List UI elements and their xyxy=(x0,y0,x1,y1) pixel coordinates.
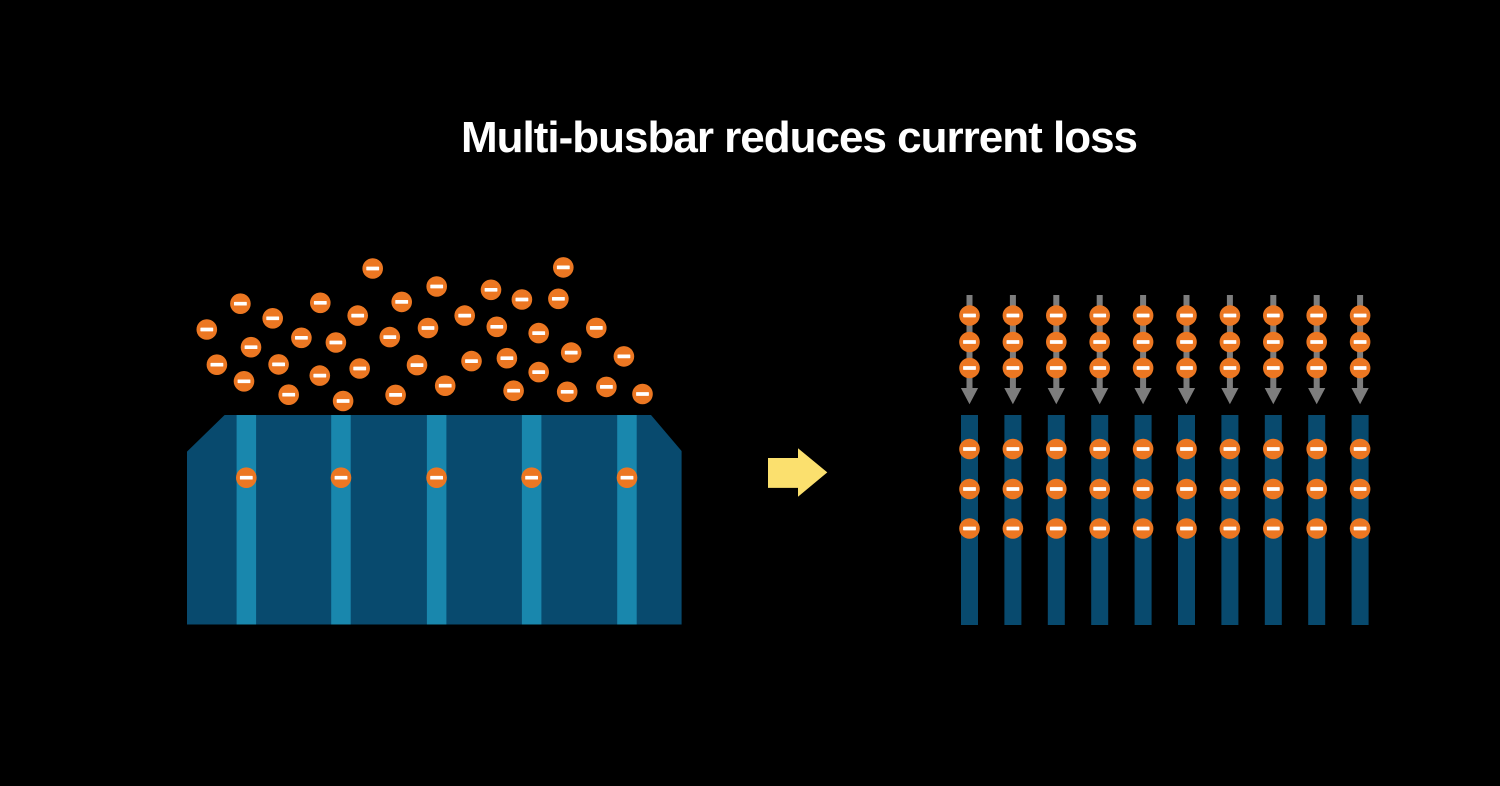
svg-text:Multi-busbar reduces current l: Multi-busbar reduces current loss xyxy=(461,113,1137,162)
